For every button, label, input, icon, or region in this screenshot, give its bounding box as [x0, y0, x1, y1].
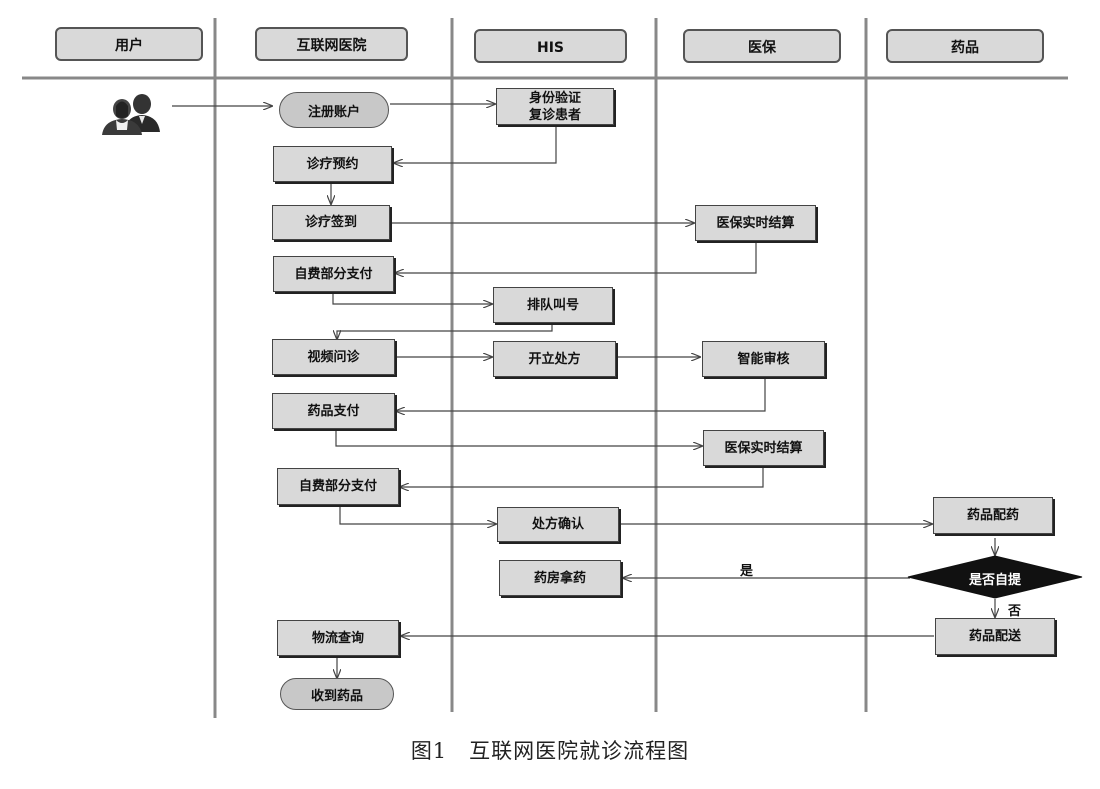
- node-video-consult: 视频问诊: [272, 339, 395, 375]
- edge-selfpay-rxconfirm: [339, 505, 496, 524]
- lane-user: 用户: [55, 27, 203, 61]
- node-checkin: 诊疗签到: [272, 205, 390, 240]
- node-insurance-settle-1: 医保实时结算: [695, 205, 816, 241]
- node-self-pay-2: 自费部分支付: [277, 468, 399, 505]
- edge-review-drugpay: [396, 377, 766, 411]
- edge-insurance-selfpay: [395, 241, 757, 273]
- node-received: 收到药品: [280, 678, 394, 710]
- node-drug-payment: 药品支付: [272, 393, 395, 429]
- node-rx-confirm: 处方确认: [497, 507, 619, 542]
- figure-caption: 图1 互联网医院就诊流程图: [410, 739, 690, 763]
- edge-label-yes: 是: [740, 564, 754, 579]
- node-appointment: 诊疗预约: [273, 146, 392, 182]
- edge-queue-video: [337, 323, 553, 339]
- decision-diamond: [907, 555, 1083, 599]
- lane-drugs: 药品: [886, 29, 1044, 63]
- users-icon: [102, 94, 160, 135]
- node-pharmacy-pickup: 药房拿药: [499, 560, 621, 596]
- node-identity-verify-line1: 身份验证: [528, 90, 581, 106]
- node-identity-verify-line2: 复诊患者: [528, 107, 581, 123]
- node-delivery: 药品配送: [935, 618, 1055, 655]
- lane-separators: [22, 18, 1068, 718]
- node-prescribe: 开立处方: [493, 341, 616, 377]
- decision-self-pickup: 是否自提: [968, 573, 1021, 588]
- node-register: 注册账户: [279, 92, 389, 128]
- node-identity-verify: 身份验证 复诊患者: [496, 88, 614, 125]
- node-smart-review: 智能审核: [702, 341, 825, 377]
- edge-drugpay-insurance: [335, 429, 702, 446]
- lane-hospital: 互联网医院: [255, 27, 408, 61]
- lane-insurance: 医保: [683, 29, 841, 63]
- node-insurance-settle-2: 医保实时结算: [703, 430, 824, 466]
- node-queue-call: 排队叫号: [493, 287, 613, 323]
- node-dispense: 药品配药: [933, 497, 1053, 534]
- lane-his: HIS: [474, 29, 627, 63]
- node-logistics-query: 物流查询: [277, 620, 399, 656]
- edge-verify-appointment: [394, 125, 557, 163]
- edge-selfpay-queue: [332, 292, 492, 304]
- node-self-pay-1: 自费部分支付: [273, 256, 394, 292]
- edge-insurance-selfpay-2: [400, 466, 764, 487]
- edge-label-no: 否: [1008, 604, 1022, 619]
